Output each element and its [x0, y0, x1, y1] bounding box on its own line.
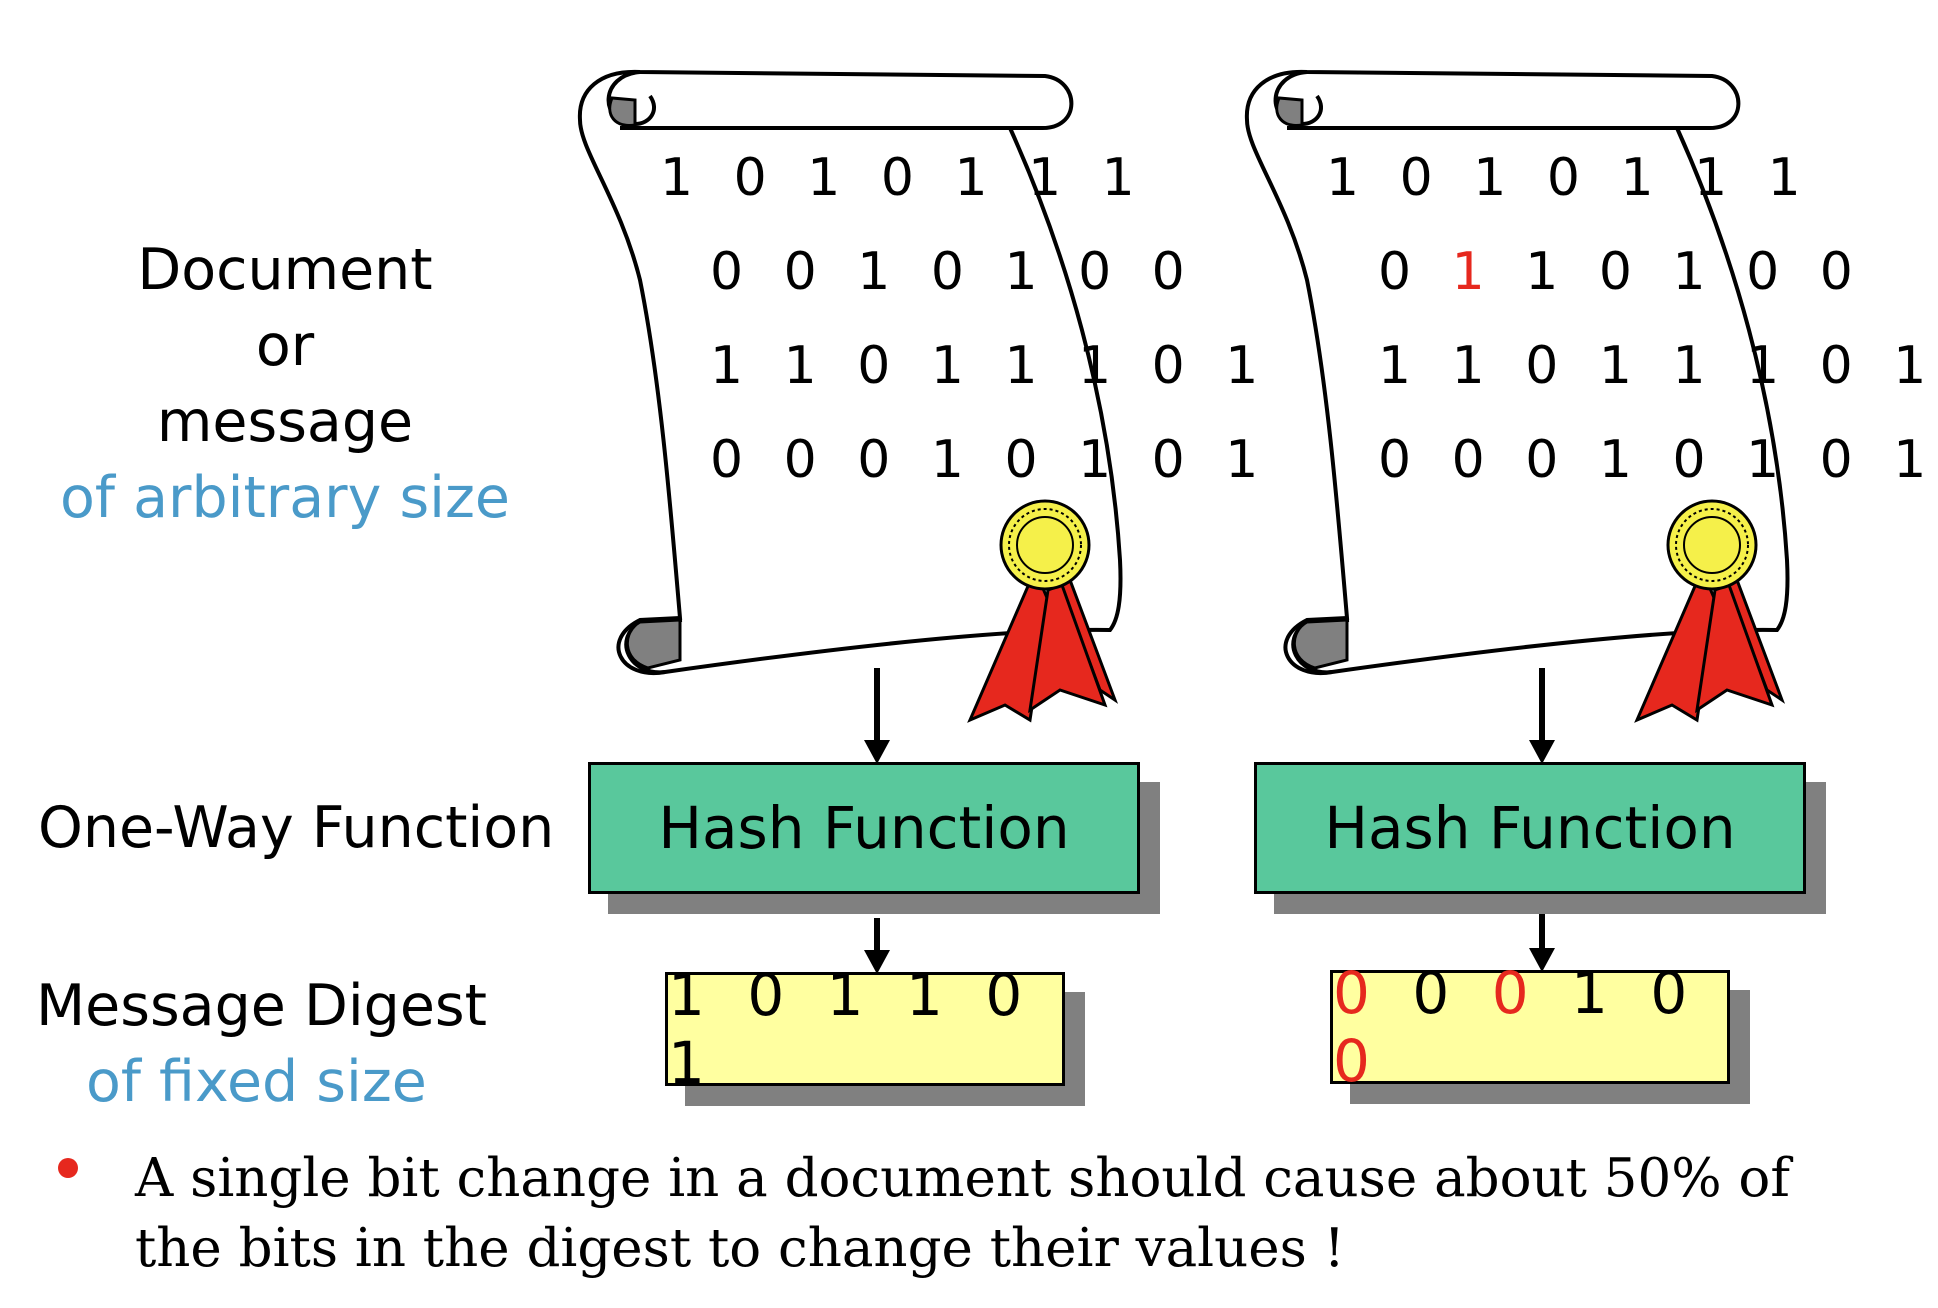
- right-arrow-doc-to-hash-icon: [1529, 668, 1555, 764]
- left-scroll-icon: [577, 69, 1123, 676]
- document-label-line1: Document: [137, 237, 433, 303]
- document-label-size: of arbitrary size: [60, 465, 510, 531]
- left-arrow-hash-to-digest-icon: [864, 918, 890, 974]
- message-digest-label-size: of fixed size: [86, 1049, 427, 1115]
- document-label: Document or message of arbitrary size: [40, 232, 530, 536]
- bullet-icon: [58, 1158, 78, 1178]
- right-digest-box: 0 0 0 1 0 0: [1330, 959, 1730, 1095]
- right-doc-bits-row-2-before: 0: [1378, 242, 1452, 302]
- left-doc-bits-row-4: 0 0 0 1 0 1 0 1: [710, 430, 1271, 490]
- right-digest-bit: 0: [1412, 959, 1462, 1027]
- right-digest-bits: 0 0 0 1 0 0: [1333, 959, 1727, 1095]
- right-digest-bit: 0: [1333, 1027, 1382, 1095]
- diagram-artwork: [577, 69, 1790, 974]
- right-seal-icon: [1634, 499, 1786, 723]
- right-doc-bits-row-4: 0 0 0 1 0 1 0 1: [1378, 430, 1938, 490]
- right-scroll-icon: [1244, 69, 1790, 676]
- right-doc-bits-row-1: 1 0 1 0 1 1 1: [1326, 148, 1813, 208]
- document-label-line3: message: [156, 389, 414, 455]
- right-digest-bit: 0: [1333, 959, 1382, 1027]
- left-digest-box: 1 0 1 1 0 1: [665, 961, 1065, 1097]
- left-doc-bits-row-3: 1 1 0 1 1 1 0 1: [710, 336, 1271, 396]
- right-arrow-hash-to-digest-icon: [1529, 898, 1555, 972]
- right-digest-bit: 0: [1491, 959, 1541, 1027]
- message-digest-label: Message Digest of fixed size: [36, 968, 487, 1120]
- right-hash-function-box: Hash Function: [1254, 762, 1806, 894]
- right-doc-bits-row-2: 0 1 1 0 1 0 0: [1378, 242, 1865, 302]
- changed-bit: 1: [1451, 242, 1497, 302]
- message-digest-label-line1: Message Digest: [36, 973, 487, 1039]
- right-doc-bits-row-2-after: 1 0 1 0 0: [1496, 242, 1865, 302]
- left-doc-bits-row-1: 1 0 1 0 1 1 1: [660, 148, 1147, 208]
- left-hash-function-box: Hash Function: [588, 762, 1140, 894]
- bullet-note: A single bit change in a document should…: [135, 1148, 1790, 1279]
- left-arrow-doc-to-hash-icon: [864, 668, 890, 764]
- left-doc-bits-row-2: 0 0 1 0 1 0 0: [710, 242, 1197, 302]
- left-seal-icon: [967, 499, 1119, 723]
- right-doc-bits-row-3: 1 1 0 1 1 1 0 1: [1378, 336, 1938, 396]
- document-label-line2: or: [255, 313, 315, 379]
- right-digest-bit: 0: [1650, 959, 1700, 1027]
- one-way-function-label: One-Way Function: [38, 795, 555, 861]
- right-digest-bit: 1: [1571, 959, 1620, 1027]
